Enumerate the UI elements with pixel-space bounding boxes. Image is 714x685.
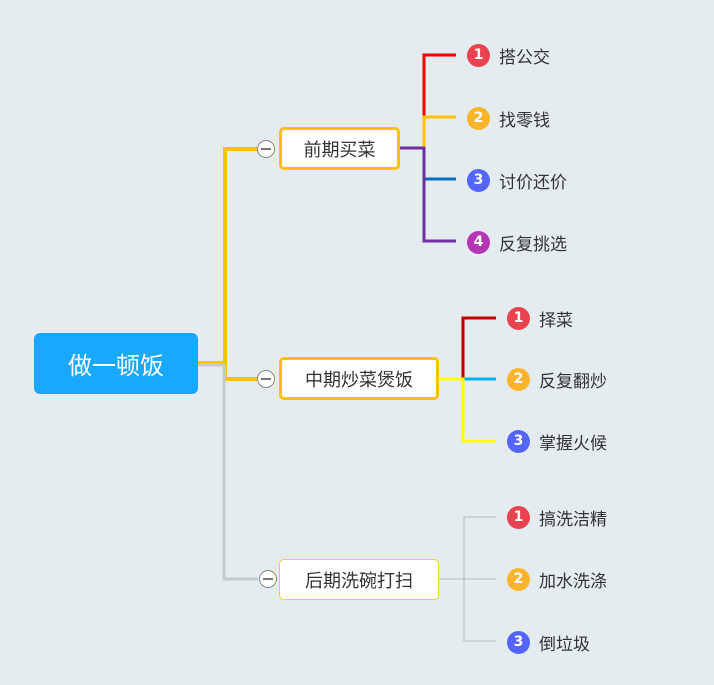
branch-topic-label: 后期洗碗打扫 [305, 570, 413, 592]
subtopic-2-1[interactable]: 1 择菜 [507, 306, 573, 331]
subtopic-3-1[interactable]: 1 搞洗洁精 [507, 505, 607, 530]
priority-1-icon: 1 [507, 306, 530, 330]
subtopic-2-3[interactable]: 3 掌握火候 [507, 429, 607, 454]
link-root-branch3 [198, 363, 258, 581]
subtopic-label: 反复翻炒 [539, 371, 607, 392]
subtopic-label: 倒垃圾 [539, 634, 590, 655]
subtopic-label: 找零钱 [499, 110, 550, 131]
subtopic-3-2[interactable]: 2 加水洗涤 [507, 567, 607, 592]
link-b2-c3 [439, 377, 496, 443]
priority-1-icon: 1 [507, 505, 530, 529]
priority-2-icon: 2 [507, 367, 530, 391]
link-root-branch1 [198, 147, 258, 365]
subtopic-1-3[interactable]: 3 讨价还价 [467, 168, 567, 193]
link-b2-c1 [461, 316, 496, 379]
link-b3-c1 [439, 516, 496, 580]
branch-topic-2[interactable]: 中期炒菜煲饭 [279, 357, 439, 400]
subtopic-label: 择菜 [539, 310, 573, 331]
priority-1-icon: 1 [467, 43, 490, 67]
root-topic-label: 做一顿饭 [68, 352, 164, 380]
root-topic[interactable]: 做一顿饭 [34, 333, 198, 394]
subtopic-1-2[interactable]: 2 找零钱 [467, 106, 550, 131]
link-b1-c1 [422, 53, 456, 148]
subtopic-1-1[interactable]: 1 搭公交 [467, 43, 550, 68]
subtopic-label: 反复挑选 [499, 234, 567, 255]
subtopic-3-3[interactable]: 3 倒垃圾 [507, 630, 590, 655]
branch-topic-3[interactable]: 后期洗碗打扫 [279, 559, 439, 600]
priority-3-icon: 3 [467, 168, 490, 192]
priority-3-icon: 3 [507, 630, 530, 654]
subtopic-label: 讨价还价 [499, 172, 567, 193]
branch-topic-label: 前期买菜 [303, 139, 376, 161]
priority-4-icon: 4 [467, 230, 490, 254]
subtopic-1-4[interactable]: 4 反复挑选 [467, 230, 567, 255]
collapse-toggle-branch3[interactable] [259, 570, 277, 588]
subtopic-label: 加水洗涤 [539, 571, 607, 592]
collapse-toggle-branch1[interactable] [257, 140, 275, 158]
priority-2-icon: 2 [507, 567, 530, 591]
subtopic-2-2[interactable]: 2 反复翻炒 [507, 367, 607, 392]
link-b1-c4 [400, 146, 456, 243]
branch-topic-1[interactable]: 前期买菜 [279, 127, 400, 170]
subtopic-label: 搭公交 [499, 47, 550, 68]
subtopic-label: 搞洗洁精 [539, 509, 607, 530]
branch-topic-label: 中期炒菜煲饭 [305, 369, 413, 391]
link-b3-c3 [463, 579, 496, 642]
subtopic-label: 掌握火候 [539, 433, 607, 454]
link-b1-c2 [422, 115, 456, 148]
priority-2-icon: 2 [467, 106, 490, 130]
priority-3-icon: 3 [507, 429, 530, 453]
collapse-toggle-branch2[interactable] [257, 370, 275, 388]
